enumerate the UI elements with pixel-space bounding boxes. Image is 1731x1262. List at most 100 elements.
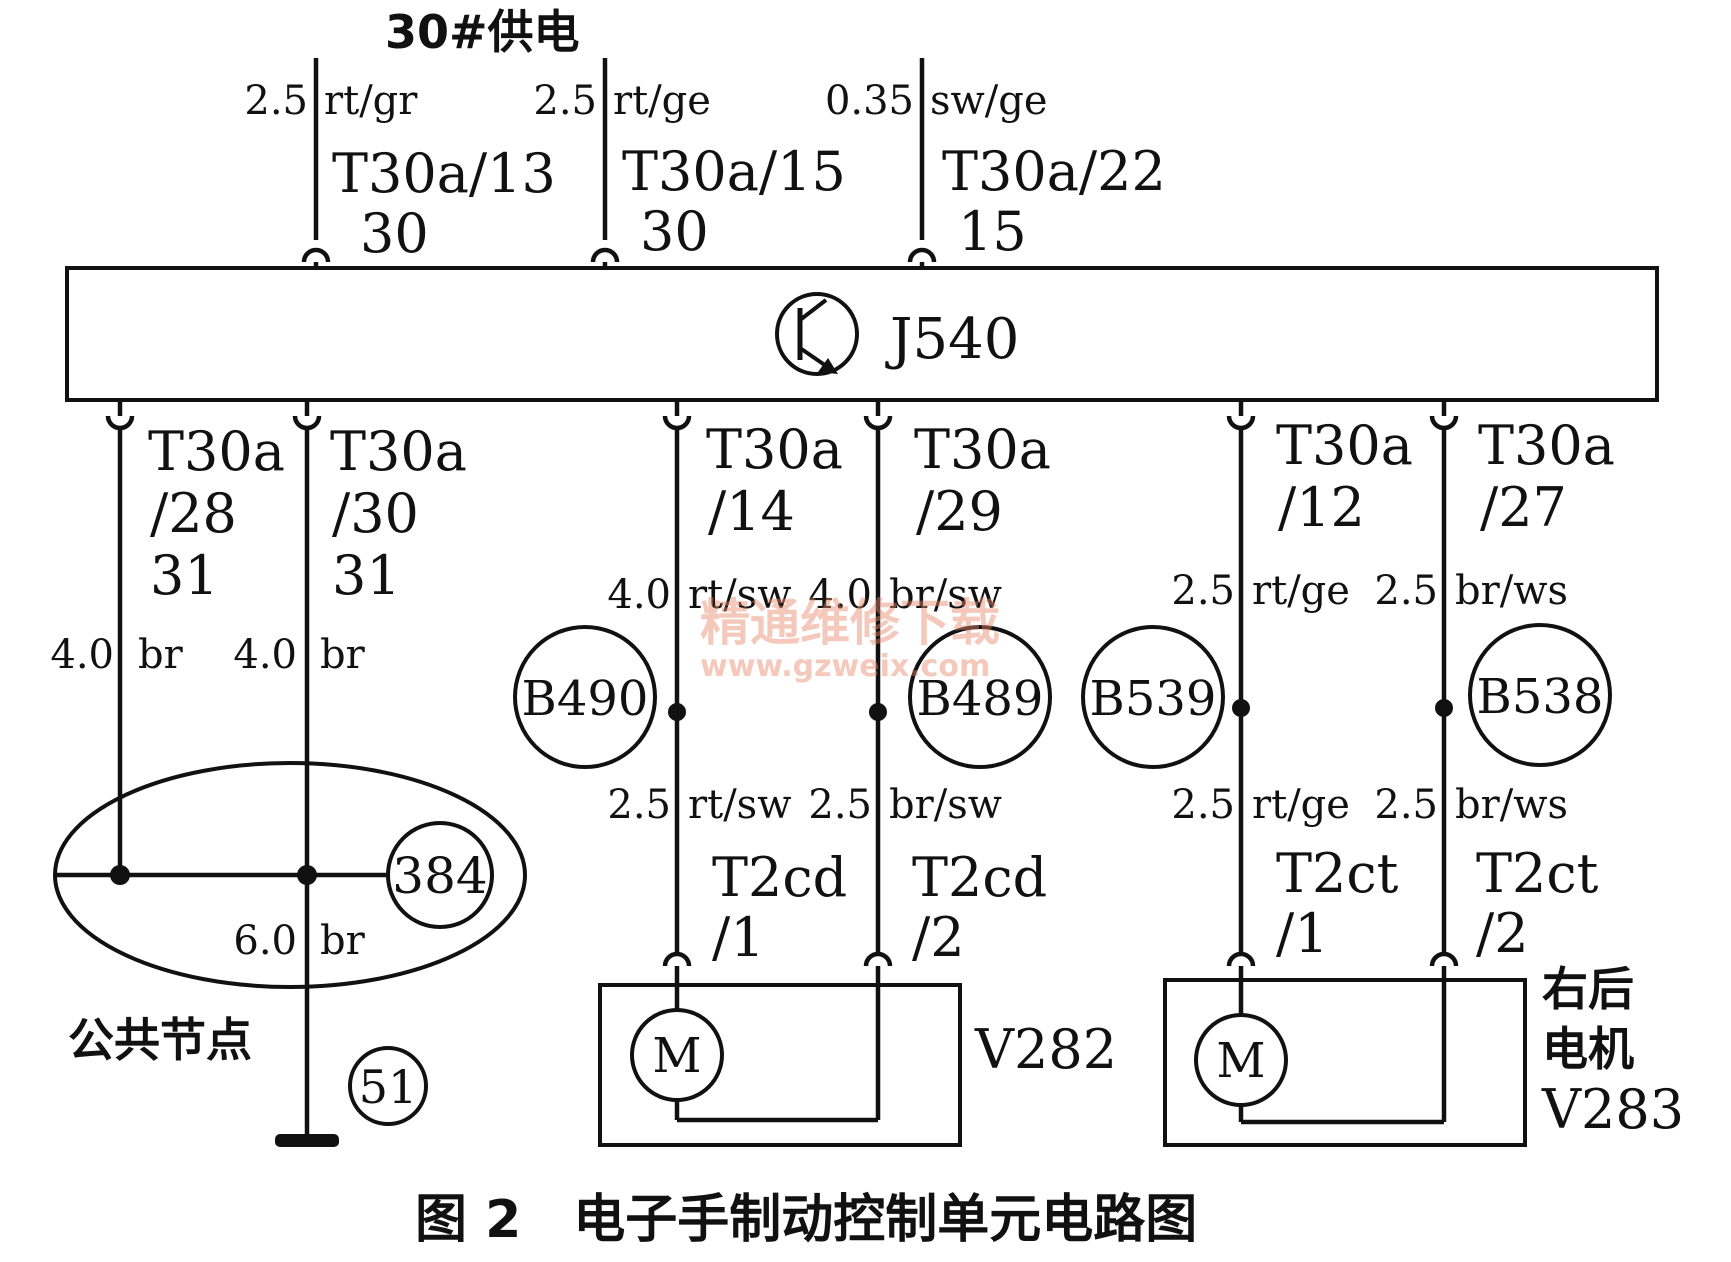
motor-upper-gauge: 2.5 xyxy=(1374,568,1438,614)
splice-b539: B539 xyxy=(1081,625,1225,769)
motor-connector-1: T2cd /1 xyxy=(662,846,847,969)
top-wire-color: sw/ge xyxy=(930,78,1048,124)
bottom-connector-line2: /30 xyxy=(332,482,419,545)
bottom-connector-4: T30a /29 xyxy=(863,400,1051,543)
ground-wire-color: br xyxy=(320,918,366,964)
bottom-connector-line2: /28 xyxy=(150,482,237,545)
ground-wire-gauge: 4.0 xyxy=(50,632,114,678)
motor-connector-line2: /1 xyxy=(712,906,765,969)
common-node: 公共节点 xyxy=(53,761,527,1067)
ground-wire-gauge: 4.0 xyxy=(233,632,297,678)
bottom-connector-1: T30a /28 31 xyxy=(105,400,285,607)
motor-upper-color: rt/sw xyxy=(688,572,791,618)
splice-b538: B538 xyxy=(1468,623,1612,767)
motor-lower-gauge: 2.5 xyxy=(1171,782,1235,828)
bottom-connector-3: T30a /14 xyxy=(662,400,843,543)
ground-point-51: 51 xyxy=(348,1046,428,1126)
motor-lower-gauge: 2.5 xyxy=(1374,782,1438,828)
motor-wire-4: 2.5 br/ws 2.5 br/ws xyxy=(1374,428,1568,954)
supply-title: 30#供电 xyxy=(385,5,580,59)
bottom-connector-line2: /29 xyxy=(916,480,1003,543)
top-wire-1: 2.5 rt/gr T30a/13 30 xyxy=(244,58,556,268)
motor-lower-color: br/ws xyxy=(1455,782,1568,828)
motor-lower-color: br/sw xyxy=(889,782,1002,828)
motor-connector-3: T2ct /1 xyxy=(1226,842,1399,967)
motor-v283: M 右后 电机 V283 xyxy=(1163,962,1684,1147)
top-wire-pin: 15 xyxy=(958,200,1027,263)
motor-wire-2: 4.0 br/sw 2.5 br/sw xyxy=(808,428,1002,954)
top-wire-gauge: 2.5 xyxy=(244,78,308,124)
motor-upper-gauge: 4.0 xyxy=(607,572,671,618)
ground-wire-1: 4.0 br xyxy=(50,428,184,875)
splice-b489: B489 xyxy=(908,625,1052,769)
top-wire-gauge: 0.35 xyxy=(825,78,914,124)
ground-point-384: 384 xyxy=(386,821,494,929)
bottom-connector-line1: T30a xyxy=(1478,414,1615,477)
bottom-connector-line2: /27 xyxy=(1480,476,1567,539)
top-wire-pin: 30 xyxy=(360,202,429,265)
motor-lower-gauge: 2.5 xyxy=(808,782,872,828)
watermark: 精通维修下载 www.gzweix.com xyxy=(700,594,1000,684)
motor-lower-gauge: 2.5 xyxy=(607,782,671,828)
motor-wire-3: 2.5 rt/ge 2.5 rt/ge xyxy=(1171,428,1350,954)
top-wire-connector: T30a/22 xyxy=(942,140,1166,203)
ground-wire-color: br xyxy=(138,632,184,678)
splice-label: B538 xyxy=(1477,669,1604,725)
control-unit-j540: J540 xyxy=(65,266,1659,402)
ground-wire-2: 4.0 br xyxy=(233,428,366,1136)
bottom-connector-line1: T30a xyxy=(706,418,843,481)
top-wire-color: rt/gr xyxy=(324,78,418,124)
common-node-label: 公共节点 xyxy=(68,1013,252,1067)
transistor-icon xyxy=(775,292,859,376)
motor-lower-color: rt/sw xyxy=(688,782,791,828)
bottom-connector-line1: T30a xyxy=(148,420,285,483)
top-wire-pin: 30 xyxy=(640,200,709,263)
motor-v282: M V282 xyxy=(598,966,1117,1147)
watermark-text: 精通维修下载 xyxy=(700,594,1000,652)
motor-upper-color: br/ws xyxy=(1455,568,1568,614)
top-wire-connector: T30a/15 xyxy=(622,140,846,203)
ground-wire-gauge: 6.0 xyxy=(233,918,297,964)
motor-connector-line2: /1 xyxy=(1276,902,1329,965)
motor-id: V283 xyxy=(1541,1078,1684,1141)
motor-wire-1: 4.0 rt/sw 2.5 rt/sw xyxy=(607,428,791,954)
motor-upper-gauge: 4.0 xyxy=(808,572,872,618)
splice-label: B490 xyxy=(522,671,649,727)
motor-connector-4: T2ct /2 xyxy=(1429,842,1599,967)
ground-wire-3: 6.0 br xyxy=(233,918,365,964)
bottom-connector-5: T30a /12 xyxy=(1226,400,1413,539)
motor-symbol: M xyxy=(1216,1033,1265,1089)
top-wire-2: 2.5 rt/ge T30a/15 30 xyxy=(533,58,846,268)
ground-point-label: 384 xyxy=(392,847,487,905)
motor-symbol: M xyxy=(652,1028,701,1084)
control-unit-label: J540 xyxy=(885,307,1019,372)
motor-connector-line1: T2ct xyxy=(1276,842,1399,905)
bottom-connector-line1: T30a xyxy=(330,420,467,483)
top-wire-3: 0.35 sw/ge T30a/22 15 xyxy=(825,58,1166,268)
bottom-connector-line1: T30a xyxy=(914,418,1051,481)
motor-connector-line2: /2 xyxy=(912,906,965,969)
watermark-url: www.gzweix.com xyxy=(700,649,990,684)
motor-connector-2: T2cd /2 xyxy=(863,846,1047,969)
bottom-connector-line2: /14 xyxy=(708,480,795,543)
splice-label: B539 xyxy=(1090,671,1217,727)
bottom-connector-line3: 31 xyxy=(332,544,401,607)
splice-label: B489 xyxy=(917,671,1044,727)
motor-connector-line1: T2cd xyxy=(912,846,1047,909)
bottom-connector-2: T30a /30 31 xyxy=(292,400,467,607)
top-wire-color: rt/ge xyxy=(613,78,711,124)
motor-connector-line1: T2cd xyxy=(712,846,847,909)
motor-upper-color: rt/ge xyxy=(1252,568,1350,614)
motor-name-line1: 右后 xyxy=(1542,962,1634,1016)
motor-connector-line2: /2 xyxy=(1476,902,1529,965)
motor-lower-color: rt/ge xyxy=(1252,782,1350,828)
motor-id: V282 xyxy=(974,1018,1117,1081)
bottom-connector-line3: 31 xyxy=(150,544,219,607)
motor-connector-line1: T2ct xyxy=(1476,842,1599,905)
bottom-connector-6: T30a /27 xyxy=(1429,400,1615,539)
motor-upper-gauge: 2.5 xyxy=(1171,568,1235,614)
bottom-connector-line1: T30a xyxy=(1276,414,1413,477)
motor-name-line2: 电机 xyxy=(1542,1022,1634,1076)
top-wire-gauge: 2.5 xyxy=(533,78,597,124)
ground-wire-color: br xyxy=(320,632,366,678)
